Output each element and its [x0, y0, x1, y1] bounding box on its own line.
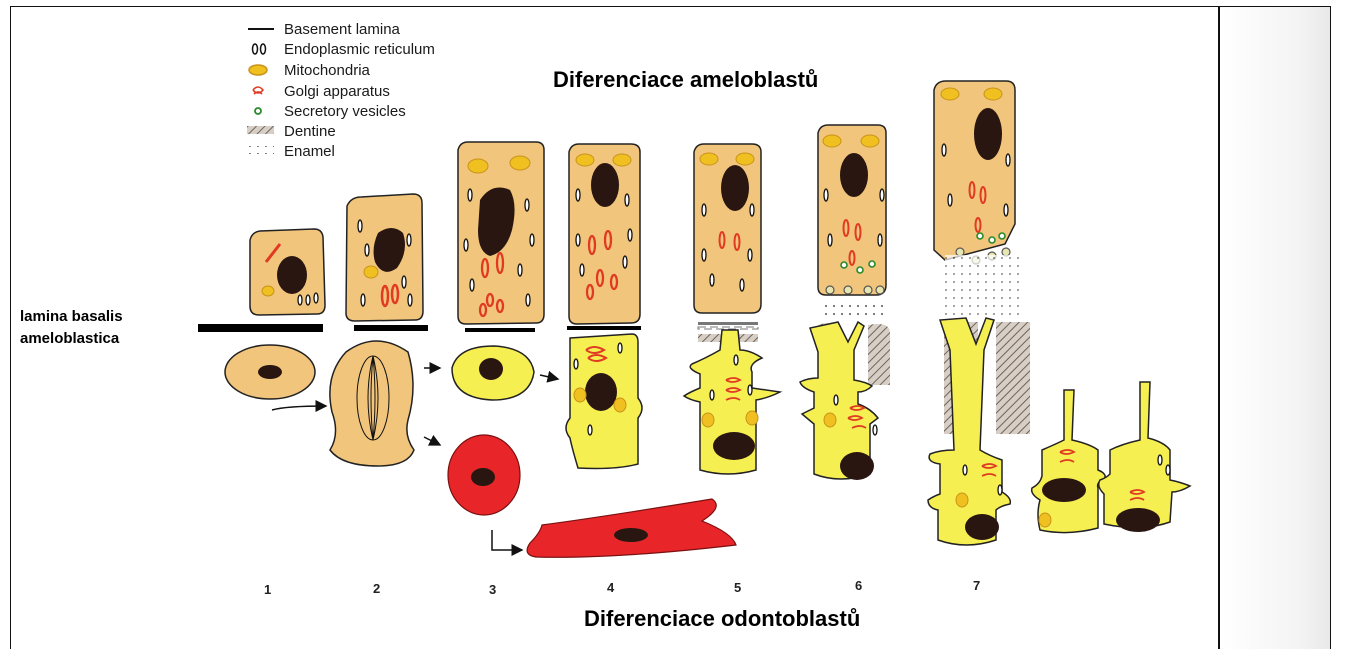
stage-number-5: 5	[734, 580, 741, 595]
legend: Basement lamina Endoplasmic reticulum Mi…	[247, 21, 435, 160]
arrow-1-to-2	[272, 406, 326, 410]
nucleus	[479, 358, 503, 380]
mitochondria	[613, 154, 631, 166]
ameloblast-cell-1	[250, 229, 325, 315]
nucleus	[585, 373, 617, 411]
lamina-bar-3	[465, 328, 535, 332]
mitochondria	[1039, 513, 1051, 527]
enamel-swatch-icon	[247, 146, 274, 154]
lamina-bar-4	[567, 326, 641, 330]
mitochondria	[262, 286, 274, 296]
legend-item-endoplasmic-reticulum: Endoplasmic reticulum	[253, 41, 435, 58]
ameloblast-cell-2	[346, 194, 423, 321]
mitochondria	[746, 411, 758, 425]
secretory-vesicle-icon	[255, 108, 261, 114]
lamina-bar-1	[198, 324, 323, 332]
nucleus	[840, 452, 874, 480]
title-ameloblast: Diferenciace ameloblastů	[553, 67, 818, 92]
lamina-bar-2	[354, 325, 428, 331]
side-label-line1: lamina basalis	[20, 308, 123, 325]
nucleus	[614, 528, 648, 542]
nucleus	[721, 165, 749, 211]
stage-number-1: 1	[264, 582, 271, 597]
arrow-3-to-4	[540, 375, 558, 379]
enamel-layer	[945, 255, 1023, 315]
arrow-2-to-red	[424, 437, 440, 445]
mitochondria	[702, 413, 714, 427]
mitochondria	[700, 153, 718, 165]
precursor-cell-1	[225, 345, 315, 399]
odontoblast-cell-5	[684, 330, 780, 474]
legend-label: Basement lamina	[284, 21, 401, 38]
stage-number-6: 6	[855, 578, 862, 593]
ameloblast-cell-4	[569, 144, 640, 324]
basement-lamina-bars	[198, 322, 758, 342]
legend-label: Enamel	[284, 143, 335, 160]
mitochondria	[984, 88, 1002, 100]
nucleus	[974, 108, 1002, 160]
mitochondria	[614, 398, 626, 412]
stage-number-2: 2	[373, 581, 380, 596]
legend-label: Golgi apparatus	[284, 83, 390, 100]
mitochondria	[576, 154, 594, 166]
title-odontoblast: Diferenciace odontoblastů	[584, 606, 860, 631]
mitochondria	[861, 135, 879, 147]
legend-item-dentine: Dentine	[247, 123, 336, 140]
nucleus	[840, 153, 868, 197]
legend-item-basement-lamina: Basement lamina	[248, 21, 401, 38]
mitochondria	[574, 388, 586, 402]
side-label-line2: ameloblastica	[20, 330, 120, 347]
nucleus	[277, 256, 307, 294]
ameloblast-cell-7	[934, 81, 1023, 315]
stage-number-7: 7	[973, 578, 980, 593]
arrow-red-to-elongated	[492, 530, 522, 550]
odontoblast-cell-6	[800, 322, 878, 480]
mitochondria	[956, 493, 968, 507]
mitochondria	[823, 135, 841, 147]
stage-number-3: 3	[489, 582, 496, 597]
nucleus	[258, 365, 282, 379]
legend-item-enamel: Enamel	[247, 143, 335, 160]
endoplasmic-reticulum-icon	[253, 44, 266, 54]
ameloblast-cell-6	[818, 125, 886, 318]
red-cell-elongated	[527, 499, 736, 557]
legend-label: Secretory vesicles	[284, 103, 406, 120]
odontoblast-cell-4	[566, 334, 642, 469]
nucleus	[965, 514, 999, 540]
nucleus	[713, 432, 755, 460]
mitochondria-icon	[249, 65, 267, 75]
nucleus	[1042, 478, 1086, 502]
enamel-layer	[820, 300, 886, 318]
legend-label: Endoplasmic reticulum	[284, 41, 435, 58]
nucleus	[471, 468, 495, 486]
legend-item-secretory-vesicles: Secretory vesicles	[255, 103, 406, 120]
ameloblast-cell-5	[694, 144, 761, 313]
nucleus	[591, 163, 619, 207]
legend-item-mitochondria: Mitochondria	[249, 62, 371, 79]
legend-item-golgi: Golgi apparatus	[253, 83, 390, 100]
dentine-swatch-icon	[247, 126, 274, 134]
stage-numbers: 1 2 3 4 5 6 7	[264, 578, 980, 597]
odontoblast-cell-7b	[1032, 390, 1105, 533]
stage-number-4: 4	[607, 580, 615, 595]
mitochondria	[941, 88, 959, 100]
legend-label: Dentine	[284, 123, 336, 140]
mitochondria	[510, 156, 530, 170]
mitochondria	[364, 266, 378, 278]
nucleus	[1116, 508, 1160, 532]
ameloblast-cell-3	[458, 142, 544, 324]
mitochondria	[824, 413, 836, 427]
mitochondria	[468, 159, 488, 173]
odontoblast-cell-7c	[1099, 382, 1190, 532]
precursor-cell-3	[452, 346, 534, 400]
legend-label: Mitochondria	[284, 62, 371, 79]
golgi-apparatus-icon	[253, 87, 263, 94]
red-cell-round	[448, 435, 520, 515]
mitochondria	[736, 153, 754, 165]
dividing-cell-2	[330, 341, 414, 466]
